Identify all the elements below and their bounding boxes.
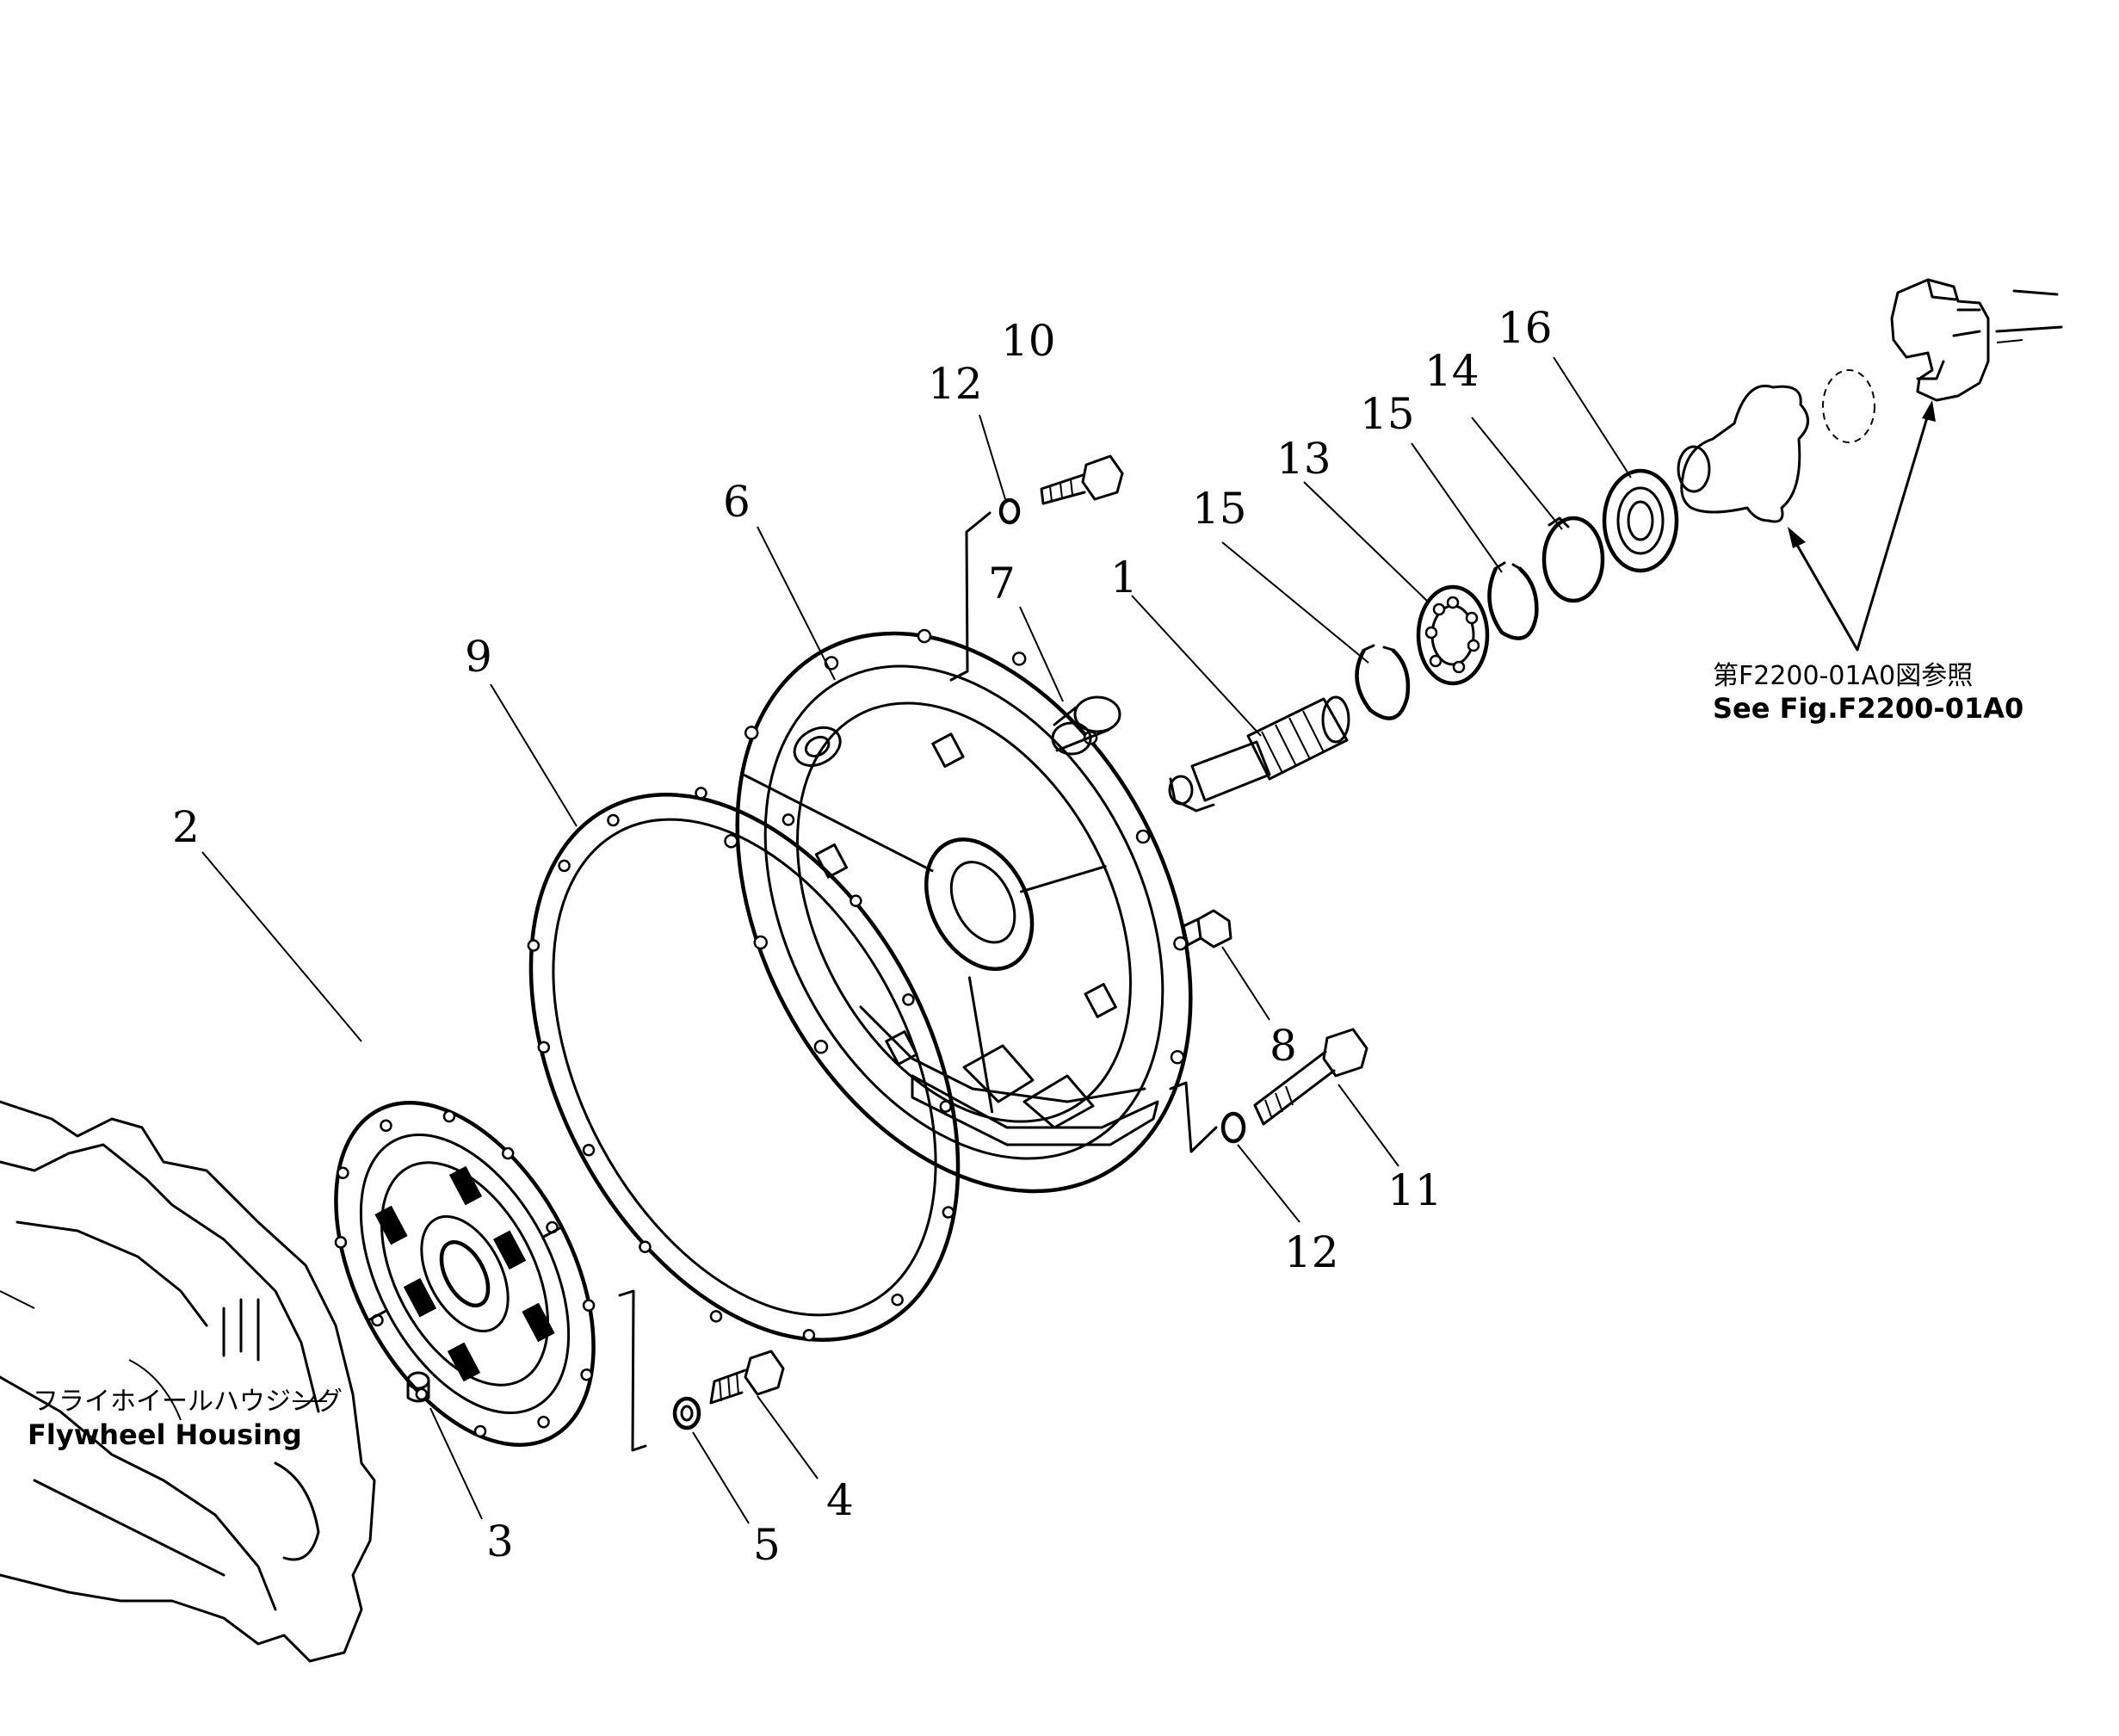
callout-11: 11 <box>1387 1165 1443 1215</box>
callout-8: 8 <box>1270 1021 1297 1071</box>
callout-14: 14 <box>1424 346 1480 396</box>
part-10-bolt <box>1040 454 1124 505</box>
see-figure-label-jp: 第F2200-01A0図参照 <box>1713 661 1973 691</box>
leader-2 <box>201 851 362 1042</box>
callout-15b: 15 <box>1360 389 1415 439</box>
part-8-breather <box>1182 909 1232 948</box>
callout-3: 3 <box>486 1517 514 1566</box>
bolt-4-5-bracket <box>618 1289 647 1452</box>
yoke-coupling-reference <box>1677 278 2063 523</box>
leader-6 <box>757 526 836 681</box>
part-16-bearing <box>1602 468 1679 573</box>
callout-15a: 15 <box>1192 484 1247 534</box>
leader-1 <box>1131 595 1262 737</box>
callout-13: 13 <box>1276 434 1331 484</box>
leader-11 <box>1338 1084 1399 1167</box>
callout-6: 6 <box>723 477 751 527</box>
part-12-washer-lower <box>1220 1111 1246 1144</box>
leader-lines <box>201 356 1632 1524</box>
leader-3 <box>429 1407 483 1520</box>
callout-10: 10 <box>1001 316 1056 366</box>
see-figure-label: 第F2200-01A0図参照 See Fig.F2200-01A0 <box>1713 661 2023 725</box>
leader-15b <box>1411 442 1503 573</box>
leader-12a <box>979 414 1006 500</box>
leader-5 <box>692 1431 750 1524</box>
callout-5: 5 <box>753 1520 781 1570</box>
leader-8 <box>1221 946 1270 1021</box>
flywheel-housing-drawing <box>0 1100 376 1663</box>
part-12-washer-top <box>998 497 1021 525</box>
callout-numbers: 1 2 3 4 5 6 7 8 9 10 11 12 12 13 14 15 1… <box>172 303 1553 1570</box>
leader-12b <box>1237 1144 1300 1223</box>
callout-2: 2 <box>172 802 200 852</box>
leader-14 <box>1471 417 1563 530</box>
leader-15a <box>1221 541 1369 664</box>
bolt-10-bracket <box>949 511 992 682</box>
leader-9 <box>490 683 578 827</box>
part-15-snap-ring-b <box>1487 561 1539 640</box>
callout-1: 1 <box>1110 553 1138 602</box>
part-1-shaft <box>1168 695 1350 812</box>
callout-7: 7 <box>988 559 1016 609</box>
callout-12a: 12 <box>928 359 983 409</box>
leader-13 <box>1303 481 1430 603</box>
part-9-gasket <box>527 787 961 1342</box>
callout-4: 4 <box>826 1475 854 1525</box>
part-6-clutch-housing <box>724 628 1193 1194</box>
callout-9: 9 <box>465 632 492 682</box>
part-7-cap <box>1051 695 1121 756</box>
part-4-bolt <box>709 1350 785 1405</box>
flywheel-housing-label-jp: フライホイールハウジング <box>33 1387 343 1417</box>
leader-7 <box>1019 606 1064 702</box>
callout-12b: 12 <box>1284 1227 1339 1277</box>
part-11-long-bolt <box>1253 1028 1368 1126</box>
reference-arrows <box>1788 400 1936 652</box>
callout-16: 16 <box>1498 303 1553 353</box>
see-figure-label-en: See Fig.F2200-01A0 <box>1713 692 2023 725</box>
part-14-circlip <box>1541 516 1605 603</box>
part-13-bearing <box>1416 584 1490 686</box>
leader-4 <box>757 1395 819 1480</box>
part-3-plug <box>406 1371 430 1403</box>
leader-16 <box>1553 356 1632 479</box>
part-15-snap-ring-a <box>1355 644 1411 720</box>
flywheel-housing-label-en: Flywheel Housing <box>28 1418 302 1451</box>
flywheel-housing-label: フライホイールハウジング Flywheel Housing <box>28 1387 343 1451</box>
part-5-washer <box>672 1396 701 1430</box>
part-2-clutch-disc <box>334 1101 596 1447</box>
bolt-11-bracket <box>1169 1081 1218 1153</box>
